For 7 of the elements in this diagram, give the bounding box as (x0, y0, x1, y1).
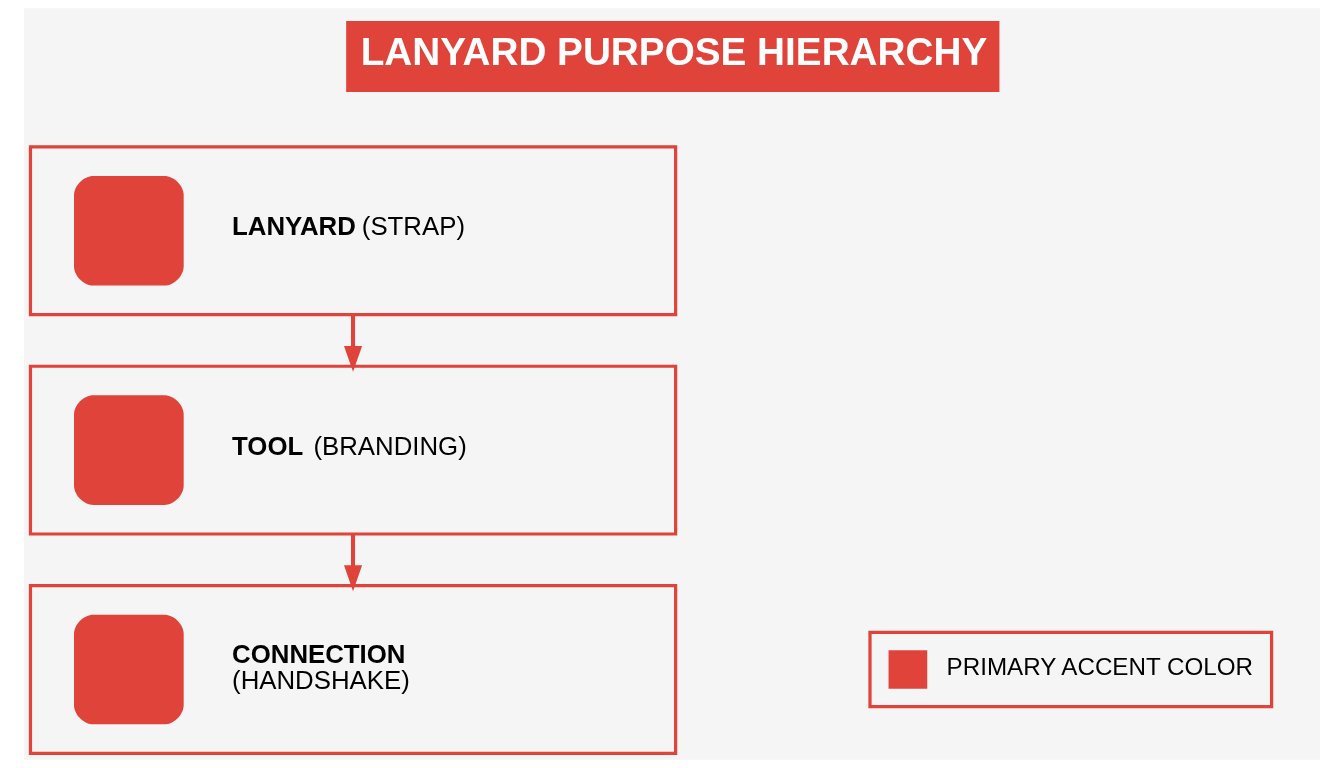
node-box: LANYARD (STRAP) (28, 145, 678, 317)
node-box: CONNECTION (HANDSHAKE) (28, 584, 678, 755)
arrow (344, 534, 363, 592)
arrow (344, 314, 363, 372)
diagram-title: LANYARD PURPOSE HIERARCHY (360, 29, 988, 73)
node-box: TOOL (BRANDING) (28, 364, 678, 536)
legend-label: PRIMARY ACCENT COLOR (946, 653, 1254, 681)
